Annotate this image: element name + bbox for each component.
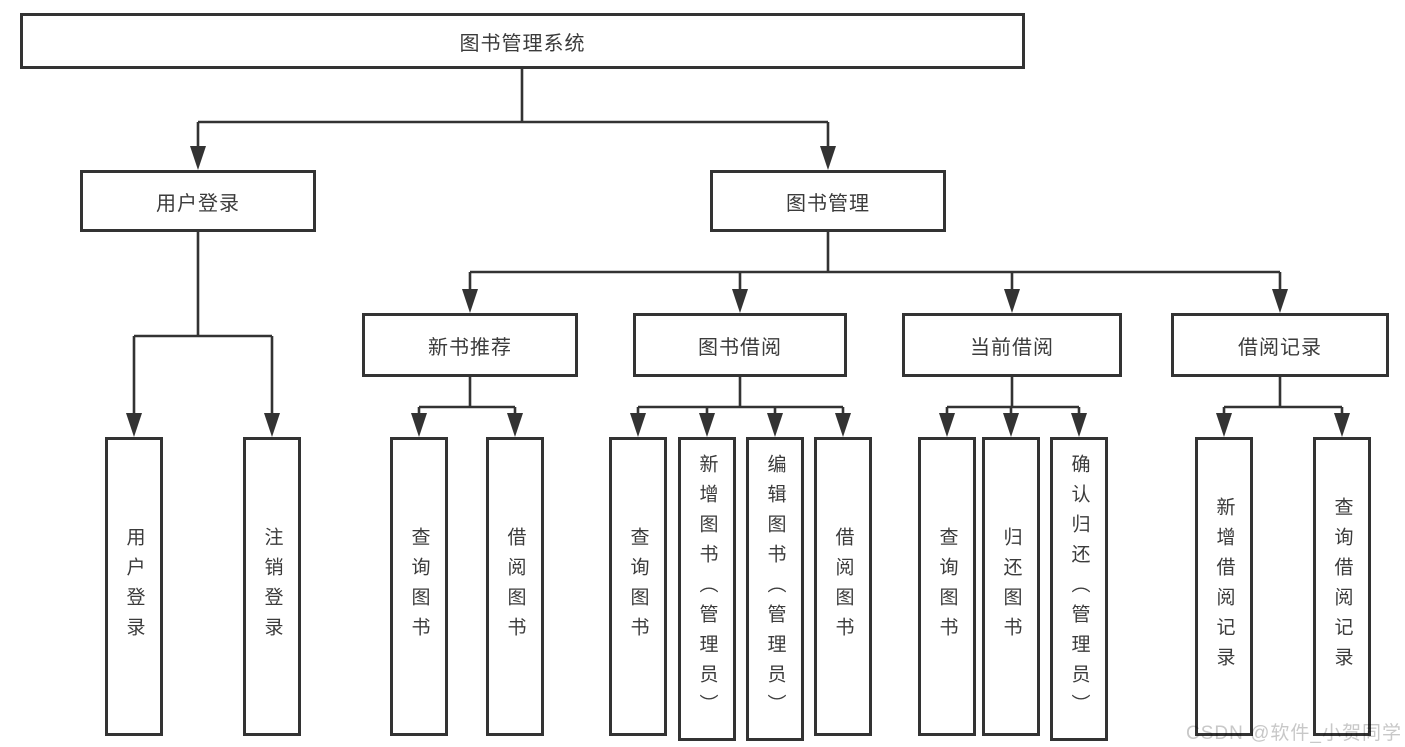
node-borrowing-records: 借阅记录 xyxy=(1171,313,1389,377)
leaf-add-books-admin: 新增图书（管理员） xyxy=(678,437,736,741)
connector-book-mgmt-children xyxy=(468,232,1282,293)
leaf-query-books: 查询图书 xyxy=(390,437,448,736)
leaf-confirm-return-admin: 确认归还（管理员） xyxy=(1050,437,1108,741)
node-book-borrowing: 图书借阅 xyxy=(633,313,847,377)
leaf-query-borrow-record: 查询借阅记录 xyxy=(1313,437,1371,736)
connector-root-to-level2 xyxy=(196,69,830,150)
leaf-edit-books-admin: 编辑图书（管理员） xyxy=(746,437,804,741)
arrowhead-icons xyxy=(126,146,1350,437)
node-root-system: 图书管理系统 xyxy=(20,13,1025,69)
connector-new-books-children xyxy=(417,377,517,417)
csdn-watermark: CSDN @软件_小贺同学 xyxy=(1186,723,1402,744)
leaf-return-books: 归还图书 xyxy=(982,437,1040,736)
leaf-borrow-books: 借阅图书 xyxy=(486,437,544,736)
connector-user-login-children xyxy=(132,232,274,417)
connector-current-borrow-children xyxy=(945,377,1081,417)
node-book-management: 图书管理 xyxy=(710,170,946,232)
connector-borrow-records-children xyxy=(1222,377,1344,417)
node-current-borrowing: 当前借阅 xyxy=(902,313,1122,377)
node-user-login: 用户登录 xyxy=(80,170,316,232)
leaf-query-books: 查询图书 xyxy=(918,437,976,736)
connector-book-borrow-children xyxy=(636,377,845,417)
node-new-book-recommendation: 新书推荐 xyxy=(362,313,578,377)
leaf-user-login: 用户登录 xyxy=(105,437,163,736)
leaf-query-books: 查询图书 xyxy=(609,437,667,736)
leaf-add-borrow-record: 新增借阅记录 xyxy=(1195,437,1253,736)
leaf-logout: 注销登录 xyxy=(243,437,301,736)
leaf-borrow-books: 借阅图书 xyxy=(814,437,872,736)
